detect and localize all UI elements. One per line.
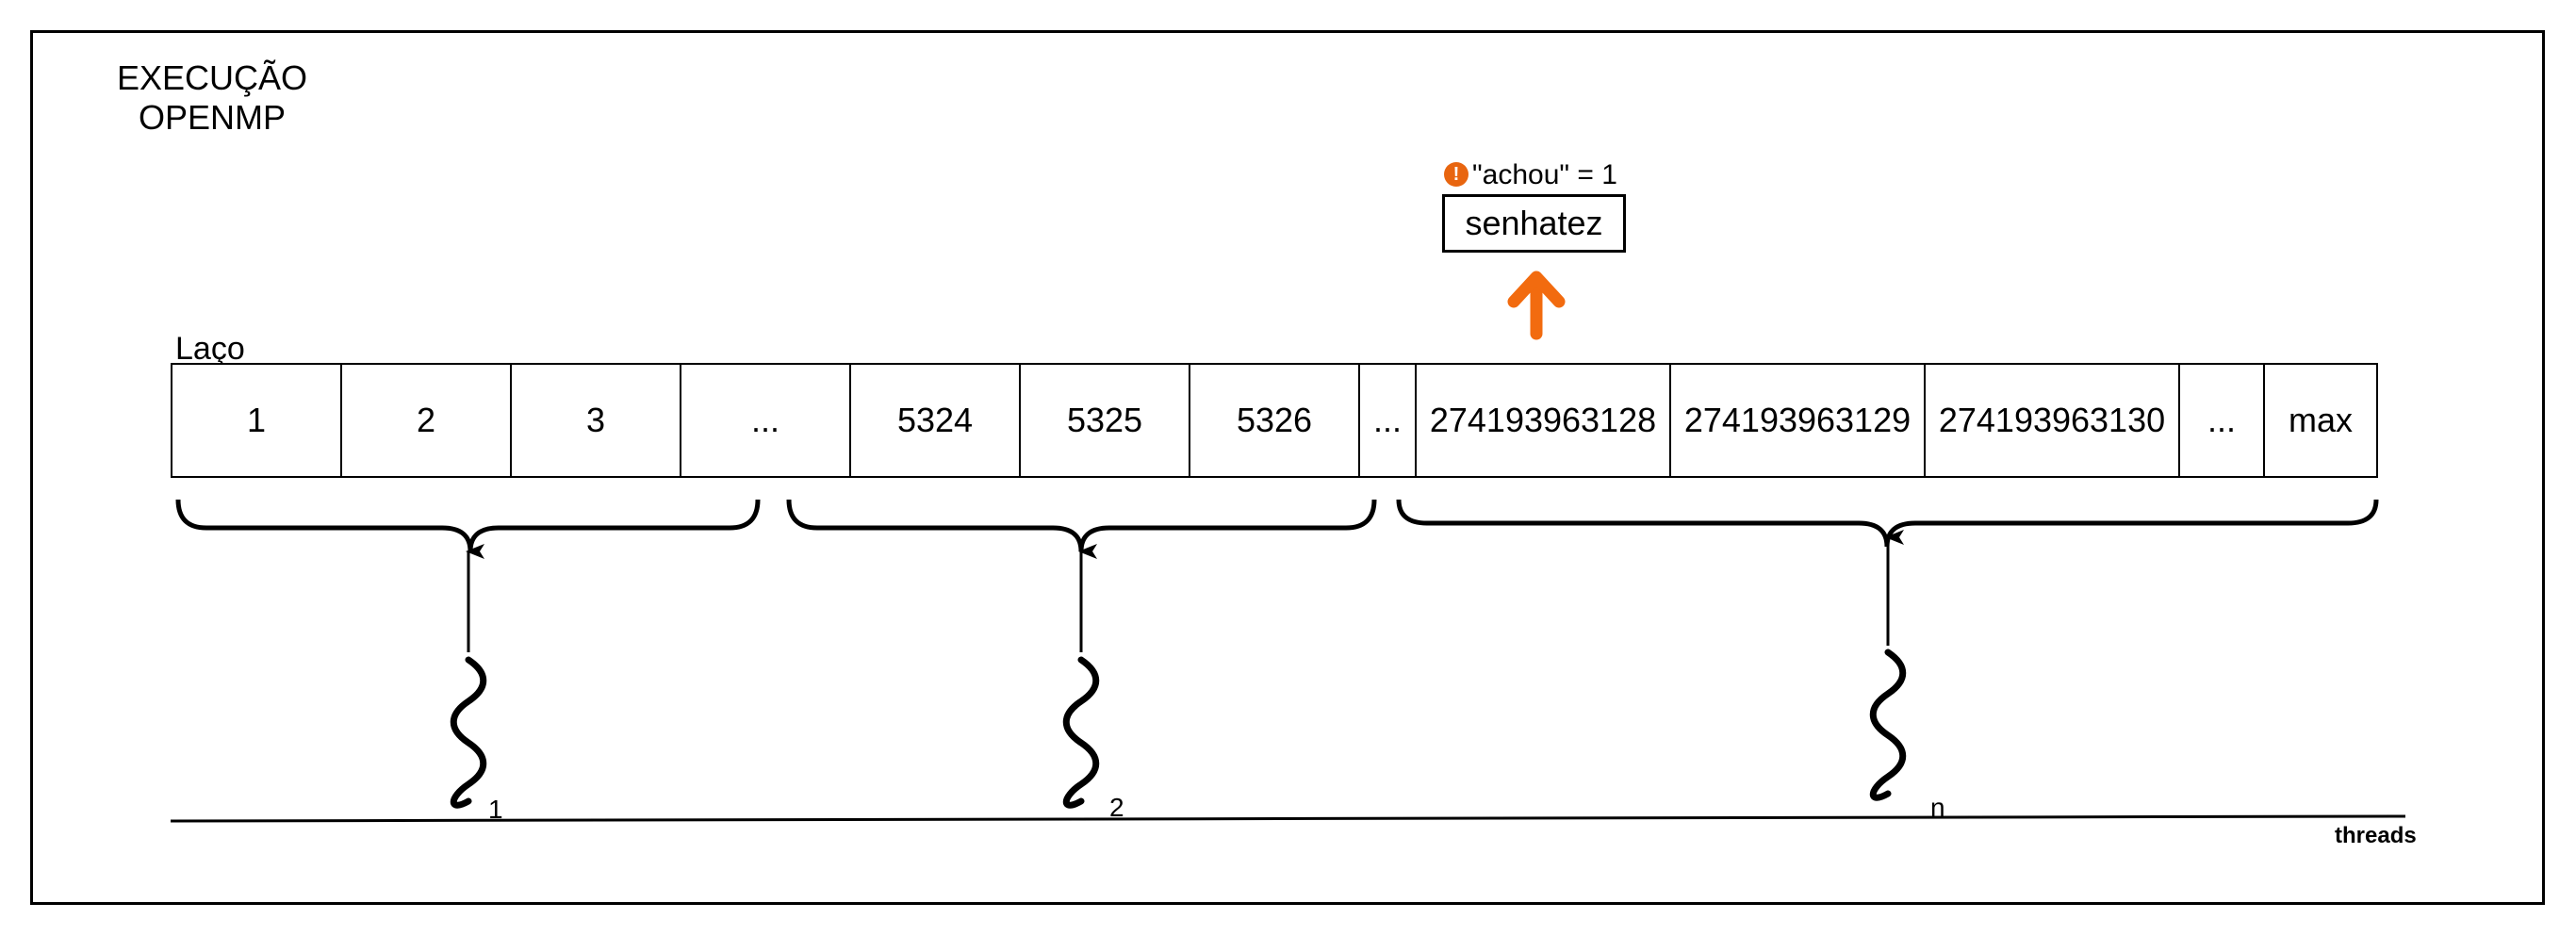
diagram-frame bbox=[30, 30, 2545, 905]
loop-cell: 5326 bbox=[1190, 365, 1360, 476]
found-flag-label: "achou" = 1 bbox=[1472, 159, 1617, 190]
loop-cell: 2 bbox=[342, 365, 512, 476]
loop-cell: 5325 bbox=[1021, 365, 1190, 476]
threads-axis-label: threads bbox=[2335, 823, 2417, 848]
found-password-box: senhatez bbox=[1442, 194, 1626, 253]
thread-1-icon bbox=[450, 656, 487, 809]
diagram-title: EXECUÇÃO OPENMP bbox=[85, 58, 339, 138]
brace-thread-2 bbox=[786, 499, 1377, 552]
title-line-2: OPENMP bbox=[138, 98, 287, 137]
thread-n-icon bbox=[1869, 649, 1907, 801]
loop-cell: 1 bbox=[172, 365, 342, 476]
loop-iterations-row: 1 2 3 ... 5324 5325 5326 ... 27419396312… bbox=[171, 363, 2378, 478]
threads-axis-line bbox=[170, 814, 2406, 823]
loop-cell: 5324 bbox=[851, 365, 1021, 476]
thread-2-label: 2 bbox=[1109, 793, 1124, 822]
thread-n-label: n bbox=[1930, 793, 1945, 822]
loop-cell: ... bbox=[2180, 365, 2265, 476]
loop-cell: ... bbox=[1360, 365, 1417, 476]
loop-label: Laço bbox=[175, 331, 245, 367]
thread-2-icon bbox=[1062, 656, 1100, 809]
title-line-1: EXECUÇÃO bbox=[116, 58, 308, 97]
loop-cell: 3 bbox=[512, 365, 681, 476]
thread-1-label: 1 bbox=[488, 795, 503, 824]
loop-cell: 274193963130 bbox=[1926, 365, 2180, 476]
warning-icon: ! bbox=[1444, 162, 1468, 187]
brace-thread-1 bbox=[175, 499, 761, 552]
loop-cell: 274193963129 bbox=[1671, 365, 1926, 476]
loop-cell: ... bbox=[681, 365, 851, 476]
loop-cell: max bbox=[2288, 401, 2353, 439]
loop-cell: 274193963128 bbox=[1417, 365, 1671, 476]
found-arrow-icon bbox=[1507, 271, 1566, 340]
